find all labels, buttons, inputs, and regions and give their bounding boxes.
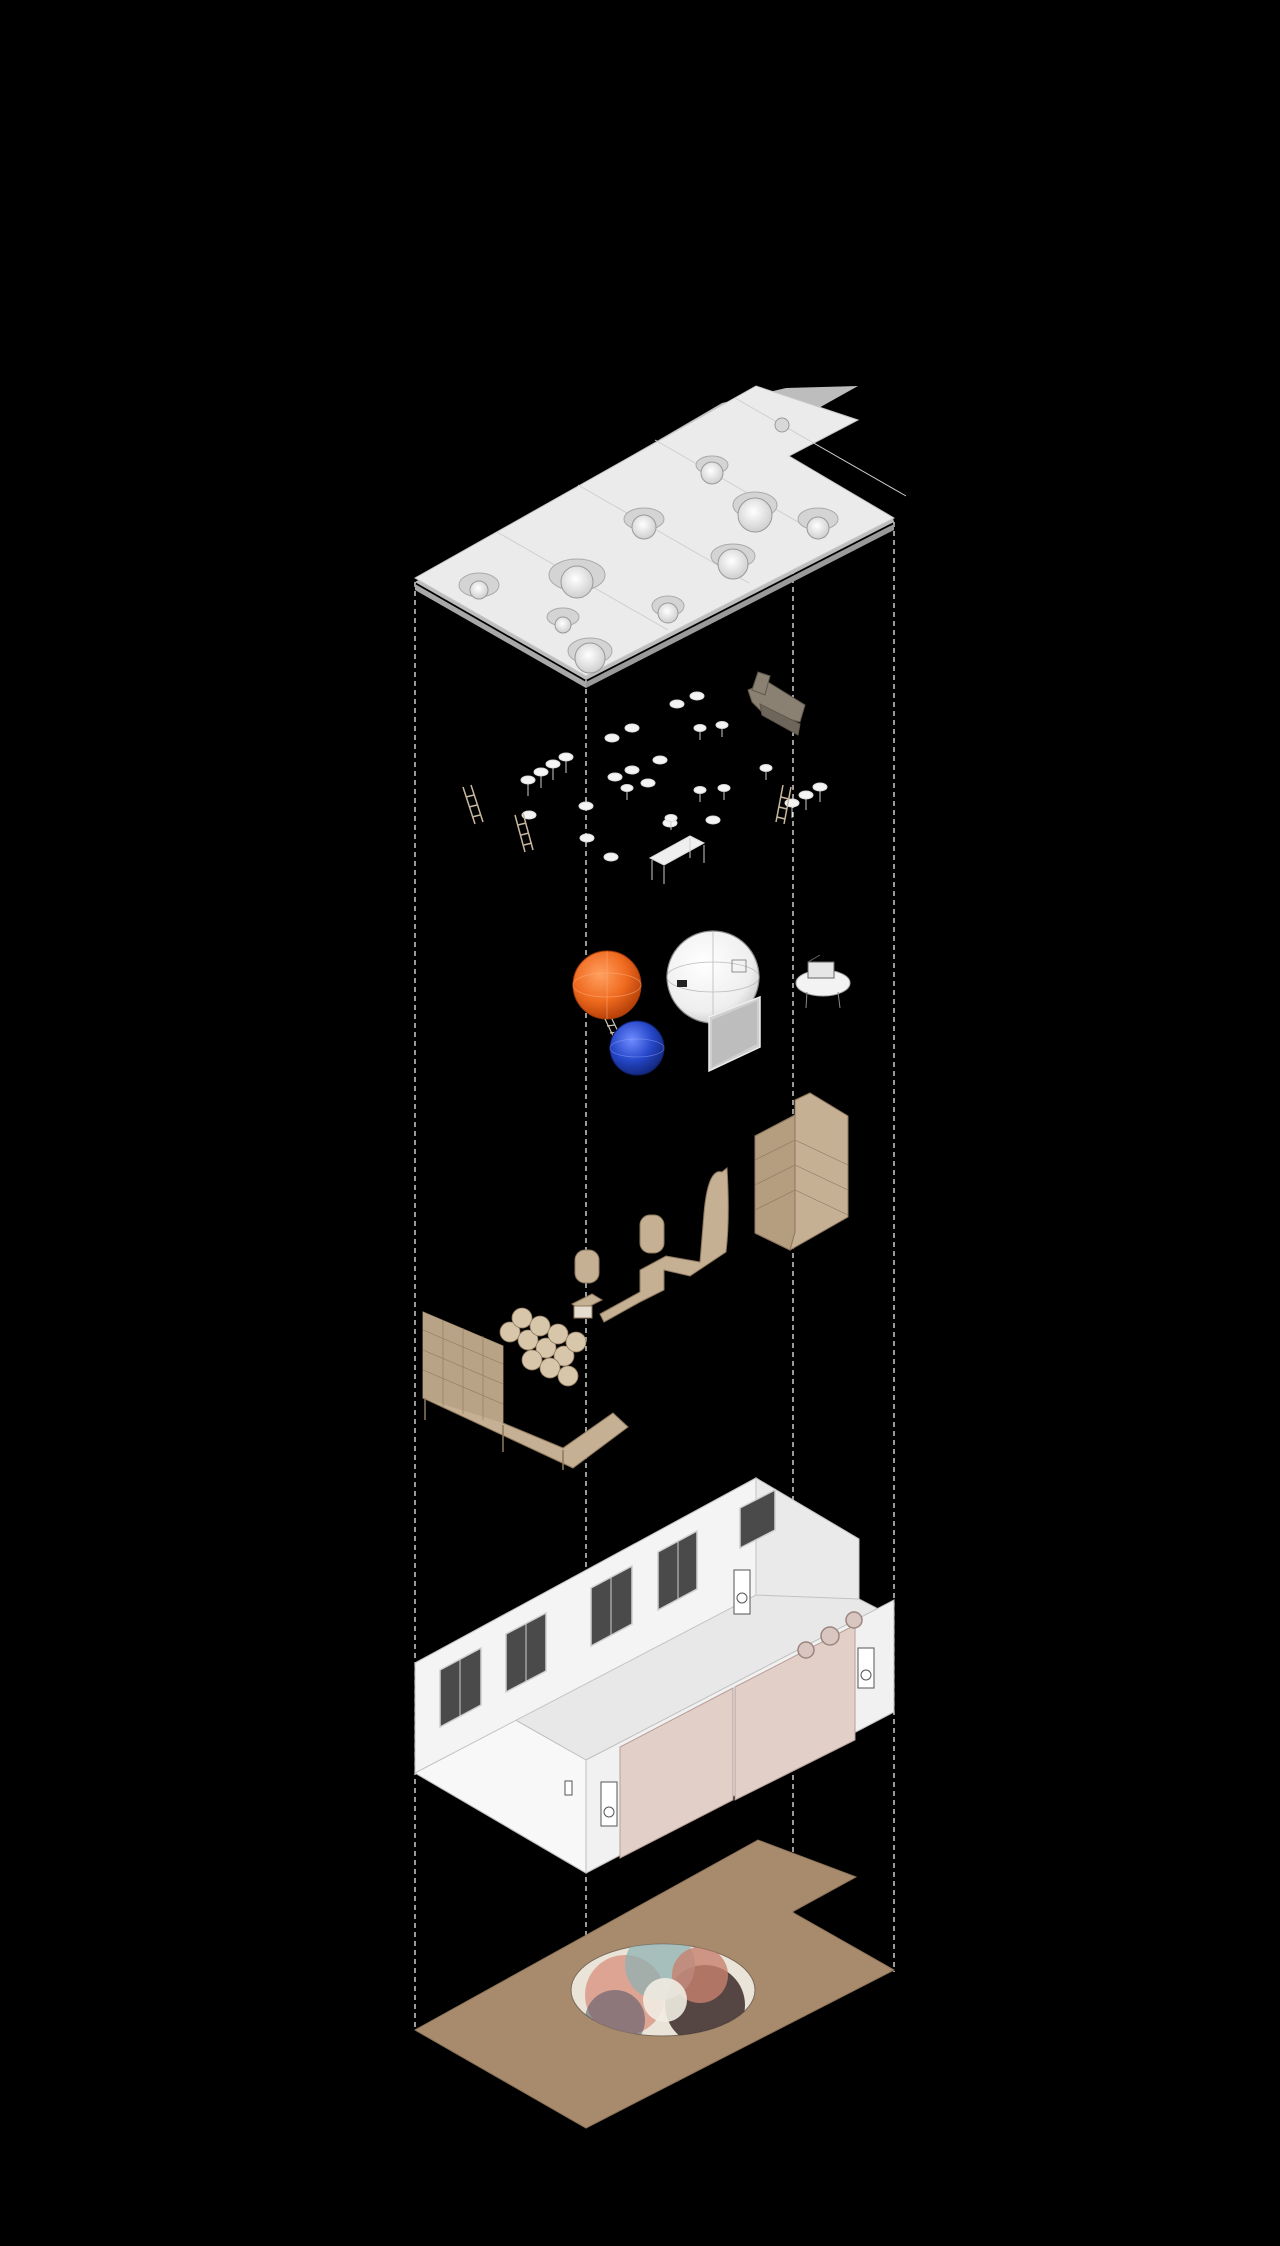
shelving-tower	[754, 1092, 849, 1251]
sofa	[747, 671, 806, 736]
floor-layer	[413, 1839, 896, 2129]
ceiling-side	[415, 584, 586, 688]
pink-panel-right	[734, 1624, 856, 1801]
window-mullions	[459, 1541, 679, 1716]
shelf-grid	[422, 1320, 504, 1420]
dj-table	[795, 954, 851, 1009]
timber-shelving-layer	[422, 1307, 629, 1470]
washing-machines	[600, 1569, 875, 1827]
pink-panel-left	[619, 1687, 734, 1859]
blue-sphere	[609, 1020, 665, 1076]
stool-cluster-center	[620, 721, 773, 830]
ladders	[462, 784, 792, 853]
wine-rack	[499, 1307, 587, 1387]
orange-sphere	[572, 950, 642, 1020]
ceiling-lights	[458, 417, 839, 674]
wall-switch	[564, 1780, 573, 1796]
round-mirrors	[797, 1611, 863, 1659]
round-tables	[521, 691, 721, 862]
ceiling-layer	[413, 385, 907, 688]
timber-partitions-layer	[570, 1092, 849, 1323]
wave-wall	[570, 1167, 729, 1323]
ceiling-beams	[496, 397, 907, 631]
white-sphere	[666, 930, 760, 1024]
spheres-layer	[572, 930, 851, 1076]
ceiling-front	[586, 524, 894, 688]
shelf-legs	[424, 1398, 564, 1470]
side-room	[755, 1477, 860, 1600]
bench	[648, 835, 706, 884]
projection-screen	[708, 995, 761, 1073]
stool-cluster-right	[784, 782, 828, 818]
stool-cluster-left	[520, 752, 574, 796]
furniture-layer	[462, 671, 828, 884]
walls-layer	[414, 1477, 895, 1874]
